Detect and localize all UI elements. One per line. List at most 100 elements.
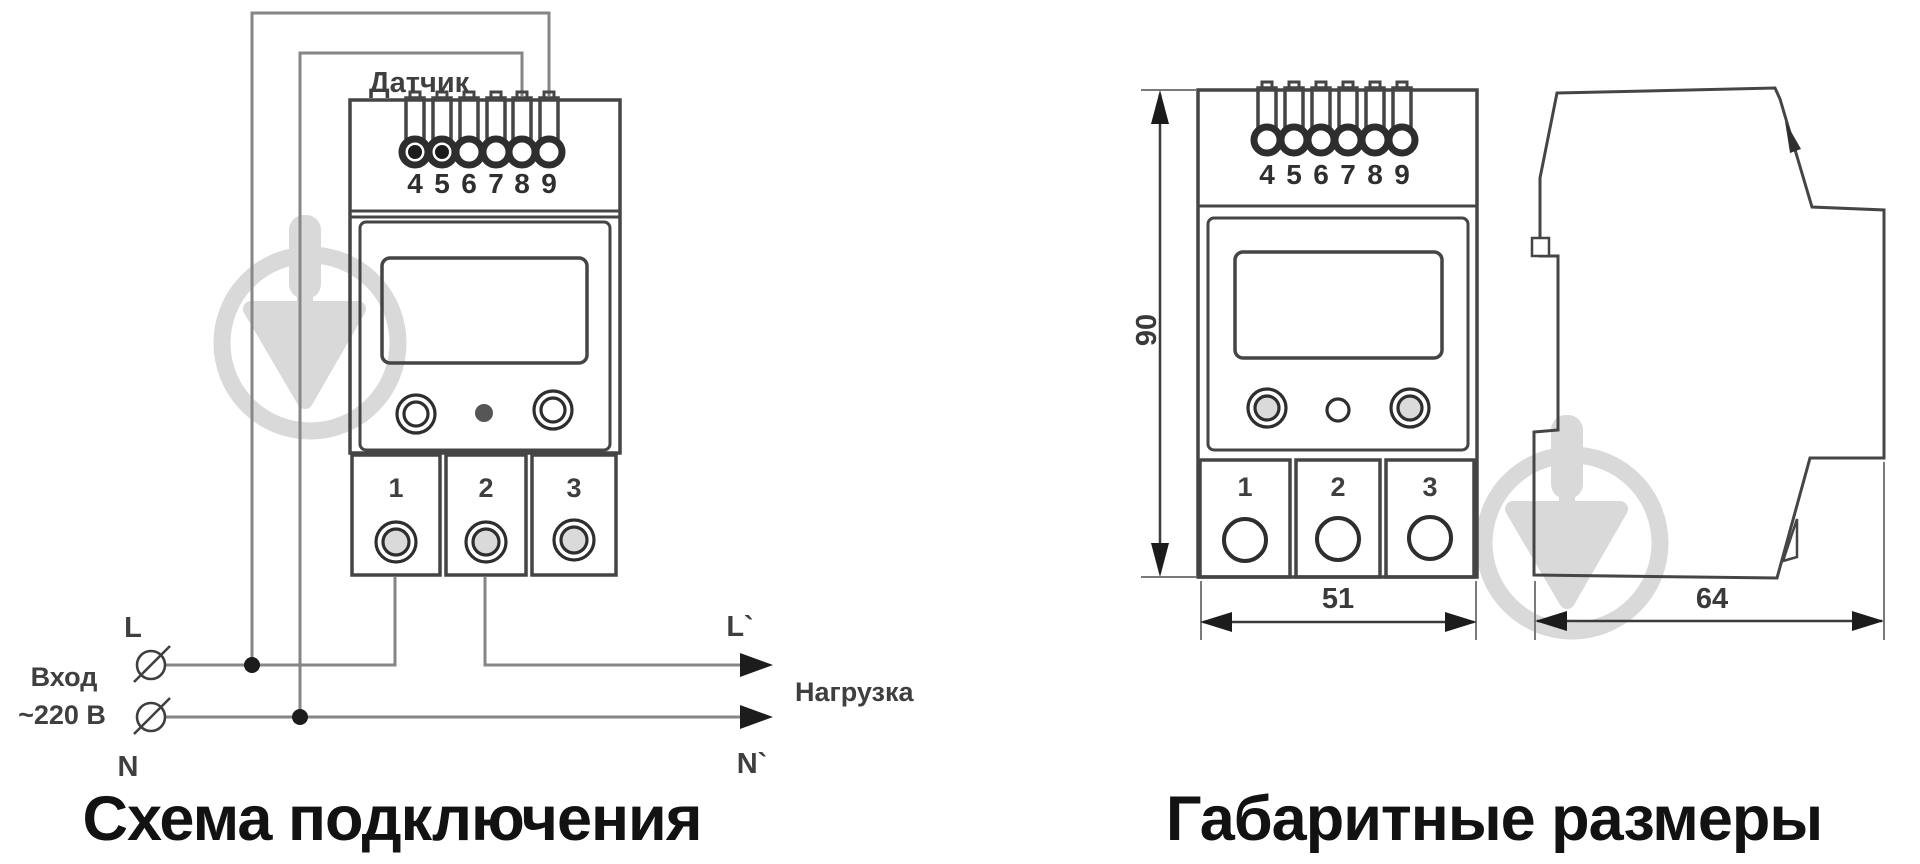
terminal-box-3 [1384,458,1476,579]
button-right-inner [539,396,567,424]
terminal-hole-6 [452,135,486,169]
terminal-number-8: 8 [514,168,530,199]
terminal-hole-9 [1385,123,1419,157]
terminal-hole-8 [1358,123,1392,157]
phase-out-label: L` [726,611,753,643]
screw-2-inner [471,527,501,557]
wire-phase-to-terminal9 [250,11,551,665]
led-indicator [1325,397,1351,423]
phase-in-label: L [124,612,142,644]
device-front-view: 4 5 6 7 8 9 1 2 3 [1196,80,1479,579]
neutral-out-label: N` [737,748,768,780]
height-value: 90 [1131,314,1163,346]
junction-dot-neutral [292,709,308,725]
neutral-in-label: N [118,751,139,783]
screw-1 [1222,517,1268,563]
button-left-inner [1253,394,1281,422]
terminal-slot-4 [404,96,426,144]
screw-3 [1407,515,1453,561]
button-left-outer [395,393,437,435]
terminal-number-1: 1 [1237,472,1252,502]
input-caption-line1: Вход [31,662,98,692]
terminal-box-3 [530,453,618,577]
terminal-number-1: 1 [388,473,403,503]
input-terminal-phase-icon [133,645,171,683]
device-front-schematic: 4 5 6 7 8 9 1 2 3 [348,90,622,577]
dimensions-diagram: 4 5 6 7 8 9 1 2 3 [1131,80,1886,854]
dimensions-diagram-title: Габаритные размеры [1166,784,1822,854]
button-left-inner [402,400,430,428]
device-front-panel [1206,216,1470,452]
terminal-box-1 [1198,458,1292,579]
depth-value: 64 [1696,583,1728,615]
terminal-number-6: 6 [1313,159,1329,190]
device-body [1196,88,1479,579]
input-terminal-neutral-icon [133,697,171,735]
width-value: 51 [1322,583,1354,615]
screw-2 [1315,516,1361,562]
dim-arrow-right-icon [1445,612,1477,632]
screw-1-outer [374,520,418,564]
terminal-number-4: 4 [407,168,423,199]
dim-arrow-right-icon [1852,611,1884,631]
top-terminal-block: 4 5 6 7 8 9 [398,90,566,199]
device-display [1233,250,1444,360]
dim-arrow-left-icon [1535,611,1567,631]
dim-arrow-left-icon [1200,612,1232,632]
terminal-number-7: 7 [1340,159,1356,190]
terminal-number-2: 2 [478,473,493,503]
terminal-slot-6 [458,96,480,144]
button-right-outer [532,389,574,431]
junction-dot-phase [244,657,260,673]
terminal-box-2 [1294,458,1382,579]
button-right-inner [1396,394,1424,422]
terminal-hole-8 [505,135,539,169]
watermark-left-logo-icon [222,215,398,431]
screw-1-inner [381,527,411,557]
load-label: Нагрузка [795,677,914,707]
device-display [380,256,589,365]
terminal-number-5: 5 [1286,159,1302,190]
dimension-height: 90 [1131,89,1197,578]
device-body [348,98,622,455]
wire-phase-input [166,577,397,667]
terminal-hole-7 [1331,123,1365,157]
button-left-outer [1246,387,1288,429]
terminal-slot-9 [538,96,560,144]
wire-load-output [483,577,745,667]
terminal-number-9: 9 [1394,159,1410,190]
terminal-number-3: 3 [1422,472,1437,502]
terminal-number-5: 5 [434,168,450,199]
input-caption-line2: ~220 В [18,700,106,730]
dimension-depth: 64 [1534,462,1885,640]
led-indicator [475,404,493,422]
bottom-terminal-block: 1 2 3 [350,453,618,577]
device-front-panel [358,220,612,452]
terminal-hole-6 [1304,123,1338,157]
terminal-box-2 [444,453,528,577]
screw-2-outer [464,520,508,564]
wiring-diagram-title: Схема подключения [82,784,701,854]
watermark-right-logo-icon [1484,415,1660,631]
terminal-number-7: 7 [488,168,504,199]
sensor-label: Датчик [369,67,470,99]
terminal-hole-4 [1250,123,1284,157]
screw-3-inner [559,525,589,555]
terminal-hole-5 [1277,123,1311,157]
screw-3-outer [552,518,596,562]
terminal-slot-8 [511,96,533,144]
terminal-hole-9 [532,135,566,169]
button-right-outer [1389,387,1431,429]
clip-wedge-detail [1785,121,1801,153]
terminal-number-6: 6 [461,168,477,199]
terminal-slot-7 [485,96,507,144]
top-terminal-block: 4 5 6 7 8 9 [1250,80,1419,190]
arrow-load-phase-icon [740,653,773,677]
dim-arrow-down-icon [1151,543,1169,577]
wiring-diagram: 4 5 6 7 8 9 1 2 3 [18,11,914,854]
terminal-number-9: 9 [541,168,557,199]
terminal-number-3: 3 [566,473,581,503]
dim-arrow-up-icon [1151,90,1169,124]
wire-neutral-to-terminal8 [298,51,524,717]
